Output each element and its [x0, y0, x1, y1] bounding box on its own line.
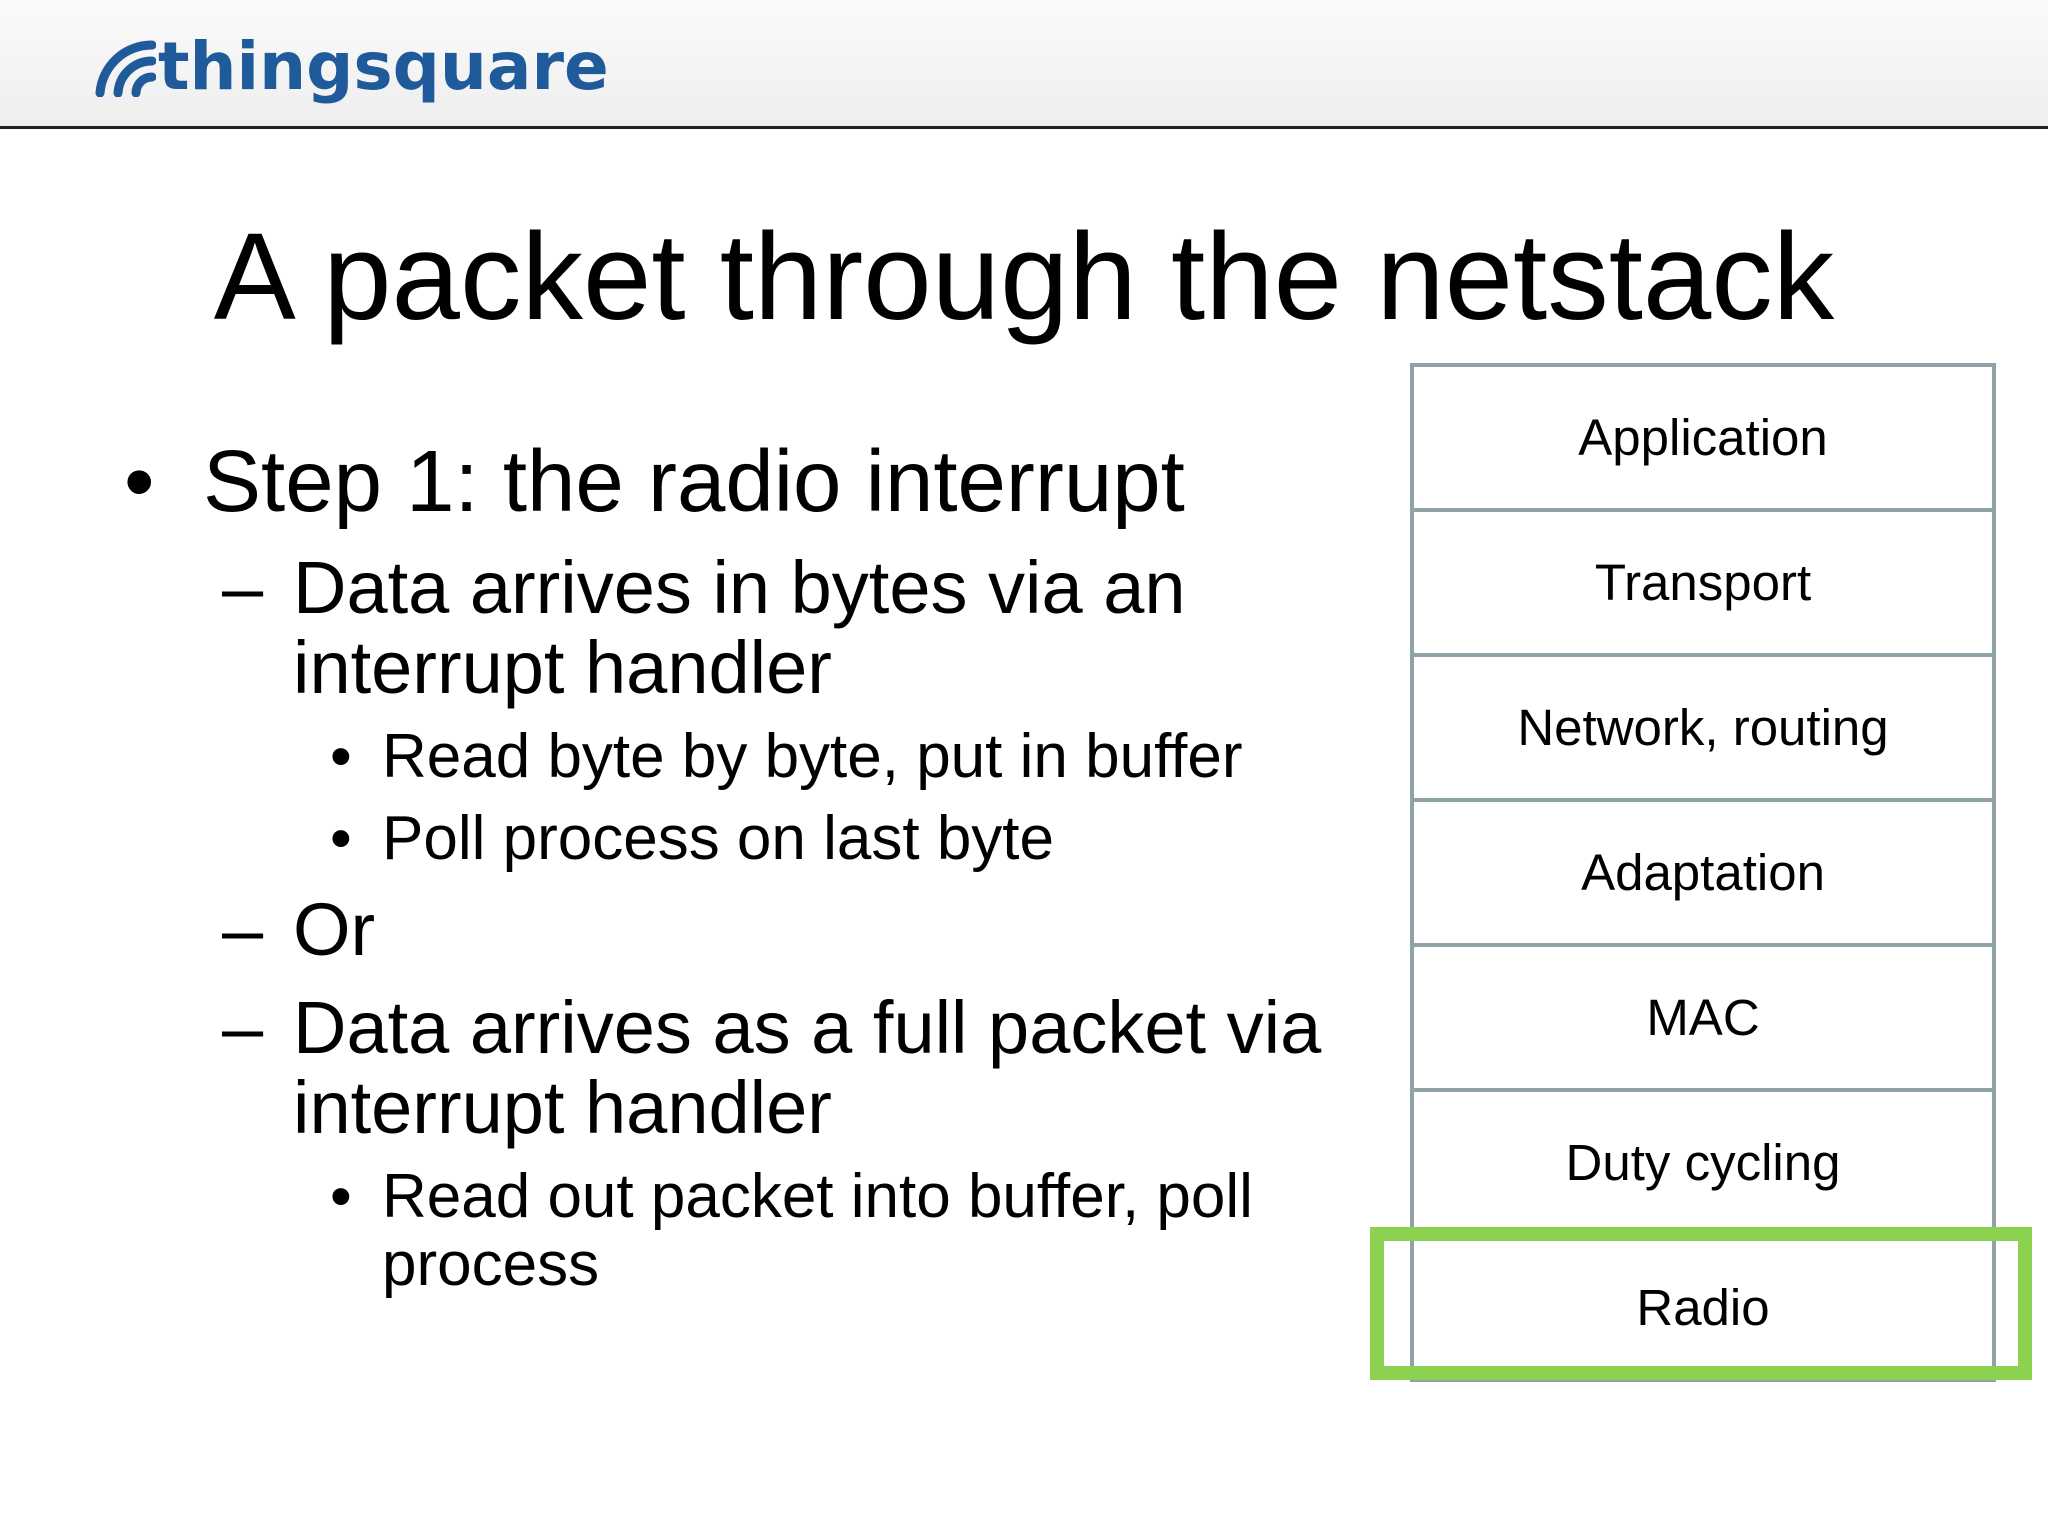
layer-network-routing: Network, routing — [1410, 655, 1996, 800]
sub-sub-bullet-poll: Poll process on last byte — [382, 804, 1055, 873]
layer-transport: Transport — [1410, 510, 1996, 655]
layer-radio: Radio — [1410, 1235, 1996, 1382]
sub-sub-bullet-read-out-line-2: process — [382, 1230, 600, 1299]
layer-adaptation: Adaptation — [1410, 800, 1996, 945]
sub-bullet-or: Or — [293, 888, 376, 971]
sub-bullet-bytes-line-1: Data arrives in bytes via an — [293, 546, 1186, 629]
bullet-marker: • — [330, 1162, 352, 1231]
slide-header: thingsquare — [0, 0, 2048, 129]
sub-sub-bullet-read-out-line-1: Read out packet into buffer, poll — [382, 1162, 1253, 1231]
bullet-marker: • — [330, 804, 352, 873]
layer-application: Application — [1410, 363, 1996, 510]
sub-bullet-packet-line-1: Data arrives as a full packet via — [293, 986, 1322, 1069]
layer-mac: MAC — [1410, 945, 1996, 1090]
dash-marker: – — [222, 546, 264, 629]
slide-title: A packet through the netstack — [213, 209, 1835, 346]
bullet-step-1: Step 1: the radio interrupt — [203, 433, 1185, 530]
thingsquare-logo: thingsquare — [94, 22, 609, 112]
bullet-marker: • — [124, 433, 155, 530]
sub-bullet-packet-line-2: interrupt handler — [293, 1066, 832, 1149]
logo-wordmark: thingsquare — [158, 28, 609, 105]
sub-sub-bullet-read-byte: Read byte by byte, put in buffer — [382, 722, 1243, 791]
dash-marker: – — [222, 888, 264, 971]
netstack-diagram: Application Transport Network, routing A… — [1410, 363, 1996, 1382]
signal-arcs-icon — [95, 40, 156, 97]
layer-duty-cycling: Duty cycling — [1410, 1090, 1996, 1235]
sub-bullet-bytes-line-2: interrupt handler — [293, 626, 832, 709]
bullet-marker: • — [330, 722, 352, 791]
dash-marker: – — [222, 986, 264, 1069]
